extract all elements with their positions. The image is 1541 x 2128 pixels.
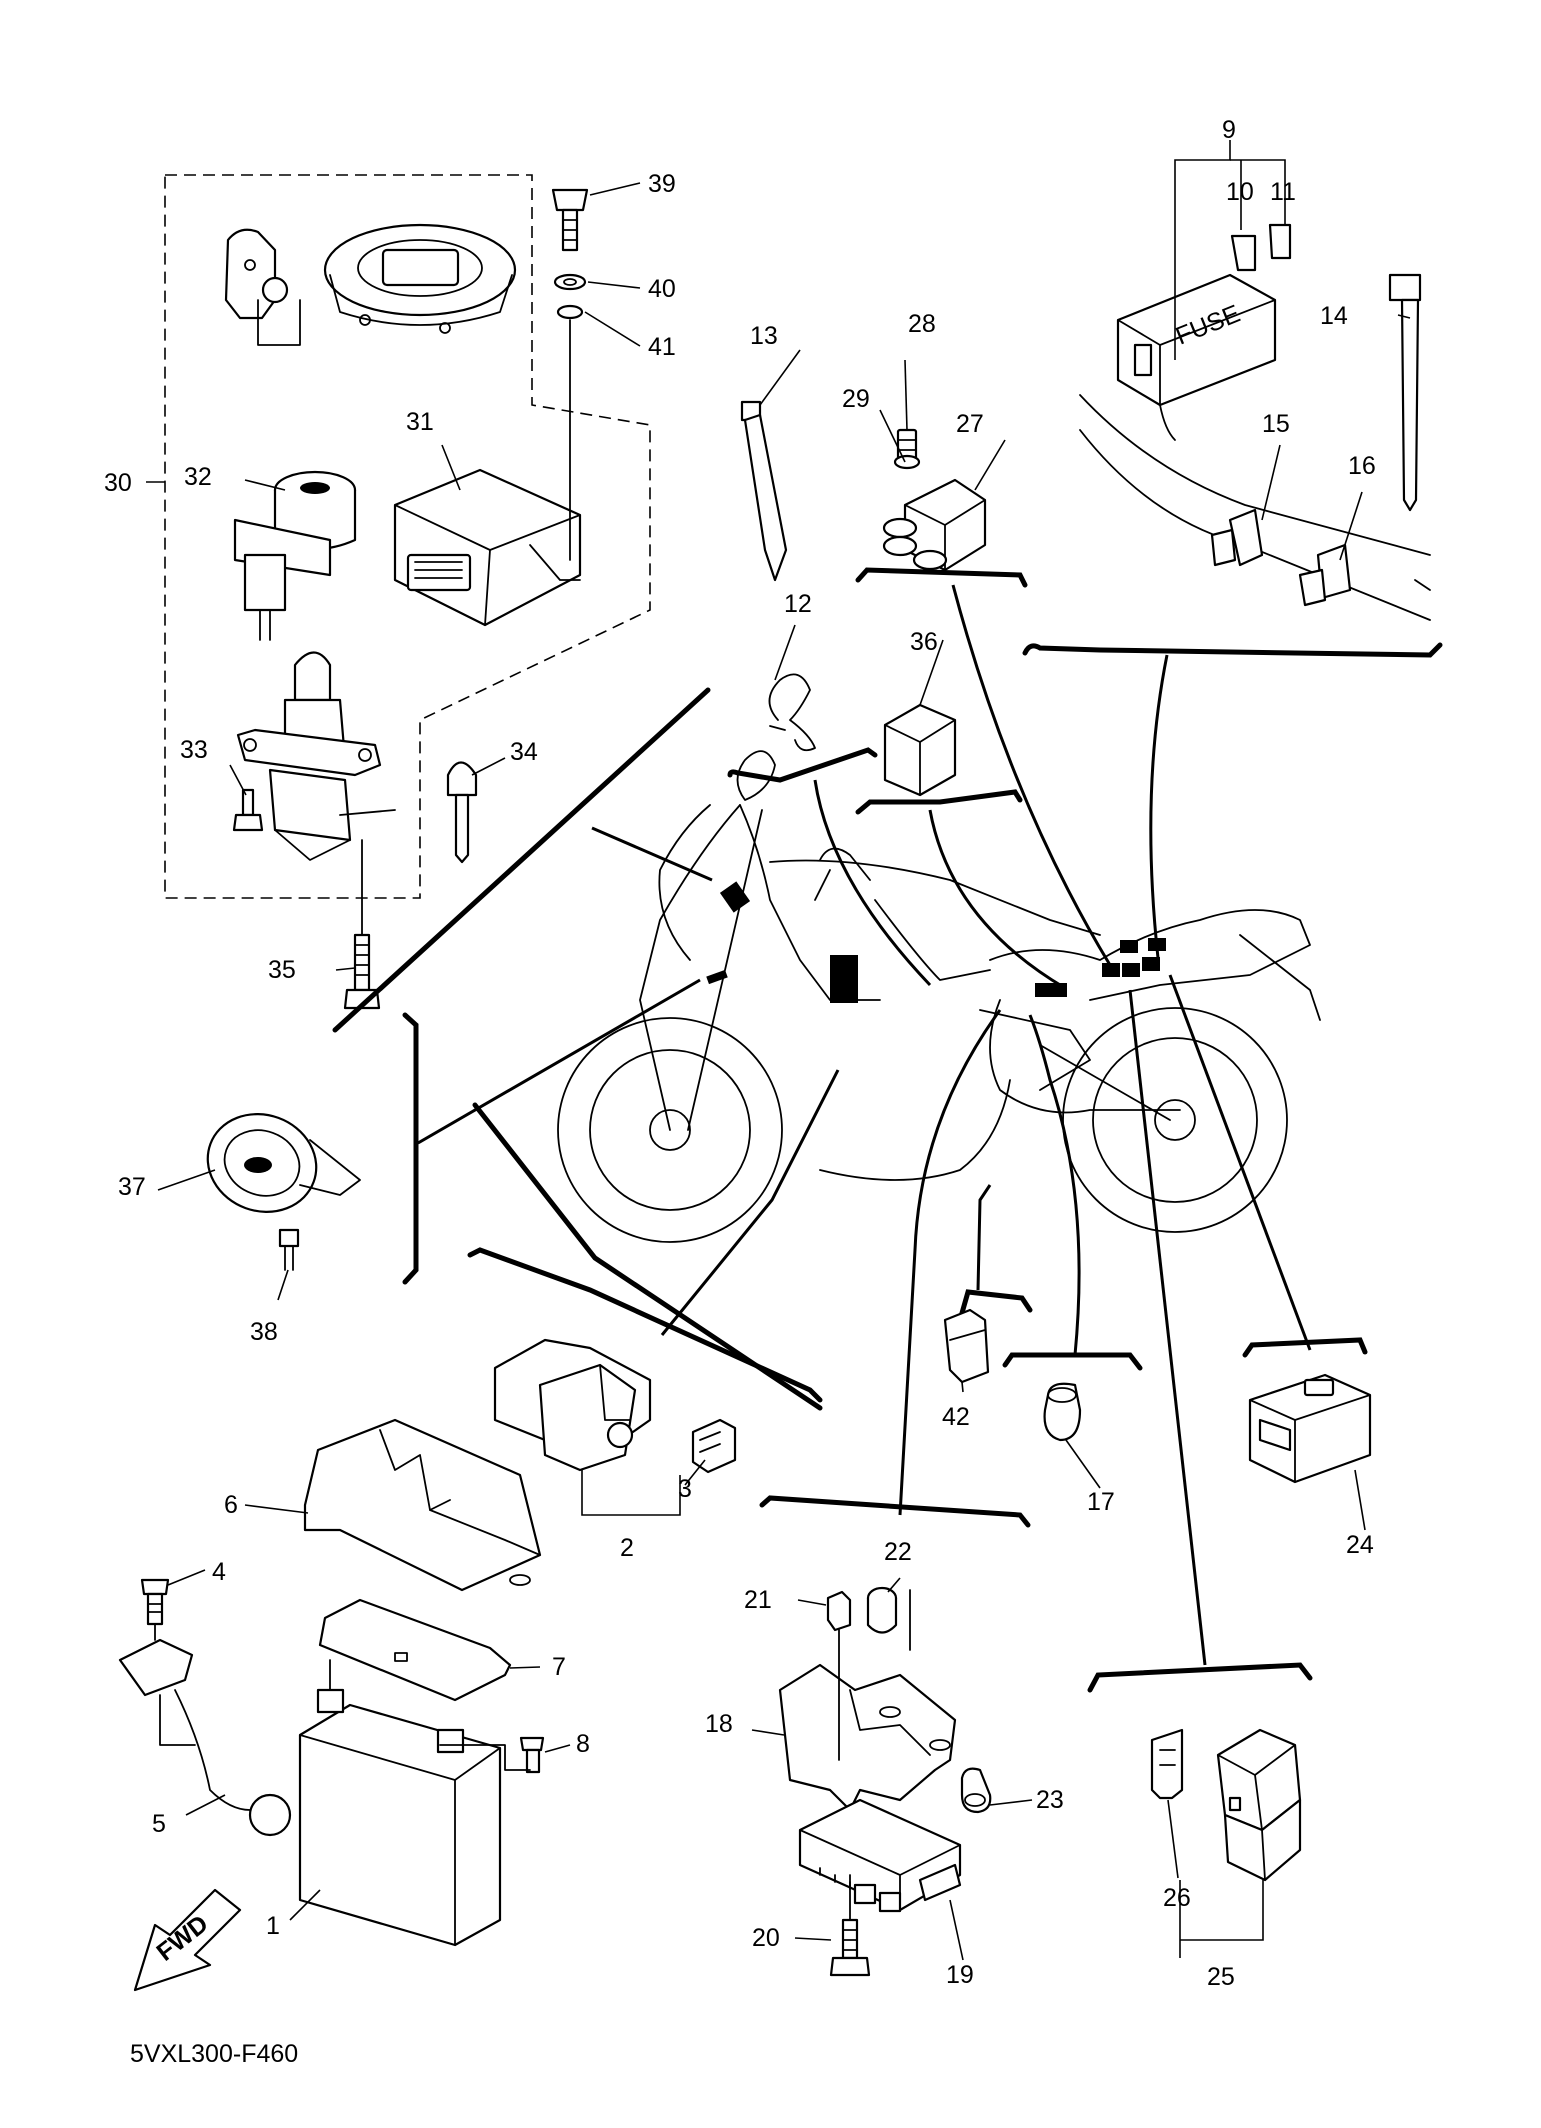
callout-18: 18 xyxy=(705,1710,733,1738)
ecu-unit xyxy=(393,468,582,627)
callout-brackets xyxy=(332,567,1443,1693)
callout-9: 9 xyxy=(1222,116,1236,144)
callout-wires xyxy=(417,584,1312,1666)
main-switch-part xyxy=(233,470,357,641)
callout-41: 41 xyxy=(648,333,676,361)
battery-lead-5 xyxy=(118,1638,292,1837)
fuel-cap-part xyxy=(323,223,517,334)
relay-36 xyxy=(883,703,957,797)
callout-23: 23 xyxy=(1036,1786,1064,1814)
bolt-33 xyxy=(232,788,264,832)
callout-34: 34 xyxy=(510,738,538,766)
motorcycle-outline xyxy=(557,750,1321,1243)
callout-3: 3 xyxy=(678,1475,692,1503)
callout-5: 5 xyxy=(152,1810,166,1838)
callout-37: 37 xyxy=(118,1173,146,1201)
callout-10: 10 xyxy=(1226,178,1254,206)
clip-42 xyxy=(943,1308,990,1384)
callout-24: 24 xyxy=(1346,1531,1374,1559)
fuse-box-9: FUSE xyxy=(1116,223,1292,441)
connector-markers xyxy=(706,881,1166,1003)
callout-40: 40 xyxy=(648,275,676,303)
ignition-switch-part xyxy=(236,651,396,861)
starter-relay-2 xyxy=(493,1338,737,1474)
cable-tie-13 xyxy=(740,400,788,582)
seat-lock-part xyxy=(224,228,301,346)
battery-cover-7 xyxy=(318,1598,512,1702)
fwd-arrow-icon: FWD xyxy=(133,1888,242,1992)
bolt-35 xyxy=(343,839,381,1010)
callout-39: 39 xyxy=(648,170,676,198)
callout-14: 14 xyxy=(1320,302,1348,330)
callout-29: 29 xyxy=(842,385,870,413)
clamp-17 xyxy=(1043,1382,1082,1442)
callout-1: 1 xyxy=(266,1912,280,1940)
callout-26: 26 xyxy=(1163,1884,1191,1912)
callout-13: 13 xyxy=(750,322,778,350)
callout-30: 30 xyxy=(104,469,132,497)
callout-31: 31 xyxy=(406,408,434,436)
callout-38: 38 xyxy=(250,1318,278,1346)
callout-22: 22 xyxy=(884,1538,912,1566)
callout-11: 11 xyxy=(1270,178,1296,206)
callout-25: 25 xyxy=(1207,1963,1235,1991)
callout-19: 19 xyxy=(946,1961,974,1989)
callout-2: 2 xyxy=(620,1534,634,1562)
callout-4: 4 xyxy=(212,1558,226,1586)
bolt-8 xyxy=(439,1736,545,1774)
callout-36: 36 xyxy=(910,628,938,656)
callout-28: 28 xyxy=(908,310,936,338)
kit-boundary xyxy=(164,174,651,899)
callout-8: 8 xyxy=(576,1730,590,1758)
callout-16: 16 xyxy=(1348,452,1376,480)
callout-35: 35 xyxy=(268,956,296,984)
callout-6: 6 xyxy=(224,1491,238,1519)
clip-12 xyxy=(768,673,816,752)
module-24 xyxy=(1248,1373,1372,1484)
battery-1 xyxy=(298,1659,502,1947)
clip-23 xyxy=(960,1767,992,1814)
relay-25 xyxy=(1150,1728,1302,1882)
leader-lines xyxy=(146,140,1411,1961)
diagram-code: 5VXL300-F460 xyxy=(130,2040,298,2068)
bolt-20 xyxy=(829,1874,871,1977)
callout-20: 20 xyxy=(752,1924,780,1952)
callout-42: 42 xyxy=(942,1403,970,1431)
callout-21: 21 xyxy=(744,1586,772,1614)
callout-27: 27 xyxy=(956,410,984,438)
callout-33: 33 xyxy=(180,736,208,764)
bolt-4 xyxy=(140,1578,170,1641)
callout-15: 15 xyxy=(1262,410,1290,438)
handlebar-wiring xyxy=(1079,394,1431,621)
relay-27 xyxy=(882,428,987,572)
callout-7: 7 xyxy=(552,1653,566,1681)
callout-12: 12 xyxy=(784,590,812,618)
callout-32: 32 xyxy=(184,463,212,491)
horn-37 xyxy=(206,1113,361,1271)
key-34 xyxy=(446,761,478,864)
callout-17: 17 xyxy=(1087,1488,1115,1516)
cable-tie-14 xyxy=(1388,273,1422,512)
bolt-39-washers xyxy=(551,188,589,561)
bracket-6 xyxy=(303,1418,542,1592)
control-unit-19 xyxy=(798,1798,962,1913)
callout-numbers: 1 2 3 4 5 6 7 8 9 10 11 12 13 14 15 16 1… xyxy=(104,116,1376,1991)
bracket-18 xyxy=(778,1586,957,1812)
